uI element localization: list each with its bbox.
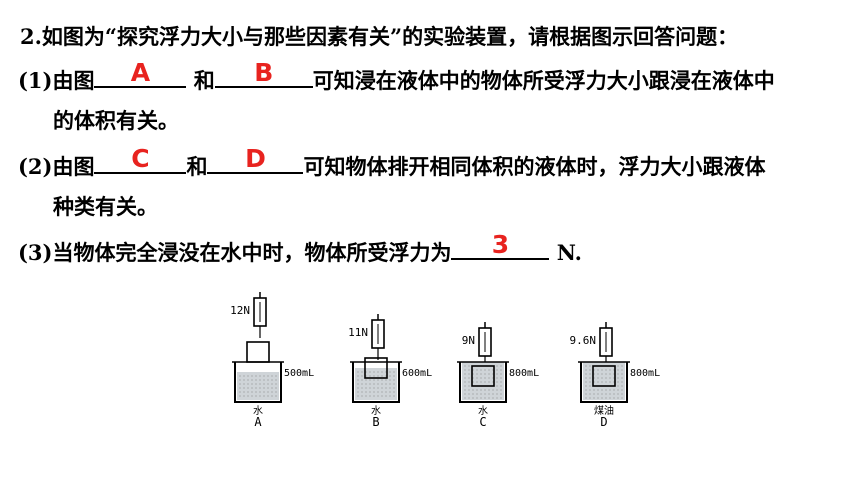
setup-B: 11N 600mL 水B bbox=[348, 314, 432, 429]
liquid-name: 水 bbox=[371, 405, 381, 417]
liquid-name: 水 bbox=[478, 405, 488, 417]
experiment-apparatus-figure: 12N500mL水A11N600mL水B9N800mL水C9.6N800mL煤油… bbox=[230, 292, 660, 429]
volume-label: 600mL bbox=[402, 368, 432, 379]
volume-label: 500mL bbox=[284, 368, 314, 379]
answer-5: 3 bbox=[491, 230, 510, 259]
question-stem: 2.如图为“探究浮力大小与那些因素有关”的实验装置，请根据图示回答问题： bbox=[20, 24, 739, 49]
beaker bbox=[459, 362, 507, 403]
beaker bbox=[234, 362, 282, 403]
metal-block bbox=[471, 365, 495, 387]
liquid bbox=[583, 362, 625, 400]
scale-reading: 11N bbox=[348, 326, 368, 339]
setup-C: 9N 800mL 水C bbox=[457, 322, 539, 429]
metal-block bbox=[246, 341, 270, 363]
metal-block bbox=[364, 357, 388, 379]
liquid-name: 煤油 bbox=[594, 404, 614, 417]
volume-label: 800mL bbox=[630, 368, 660, 379]
part-1-continued: 的体积有关。 bbox=[53, 108, 179, 133]
scale-reading: 12N bbox=[230, 304, 250, 317]
blank-4: D bbox=[207, 146, 304, 174]
beaker bbox=[352, 362, 400, 403]
answer-3: C bbox=[131, 144, 150, 173]
setup-D: 9.6N 800mL 煤油D bbox=[570, 322, 660, 429]
blank-5: 3 bbox=[451, 232, 550, 260]
scale-reading: 9N bbox=[462, 334, 475, 347]
answer-2: B bbox=[254, 58, 274, 87]
setup-label: B bbox=[372, 415, 379, 429]
setup-A: 12N 500mL 水A bbox=[230, 292, 314, 429]
setup-label: D bbox=[600, 415, 607, 429]
answer-4: D bbox=[245, 144, 266, 173]
blank-2: B bbox=[214, 60, 313, 88]
setup-label: C bbox=[479, 415, 486, 429]
answer-1: A bbox=[130, 58, 151, 87]
metal-block bbox=[592, 365, 616, 387]
setup-label: A bbox=[254, 415, 262, 429]
liquid-name: 水 bbox=[253, 405, 263, 417]
part-2-continued: 种类有关。 bbox=[53, 194, 158, 219]
blank-1: A bbox=[94, 60, 187, 88]
beaker bbox=[580, 362, 628, 403]
volume-label: 800mL bbox=[509, 368, 539, 379]
blank-3: C bbox=[94, 146, 187, 174]
scale-reading: 9.6N bbox=[570, 334, 597, 347]
liquid bbox=[237, 372, 279, 400]
liquid bbox=[462, 362, 504, 400]
